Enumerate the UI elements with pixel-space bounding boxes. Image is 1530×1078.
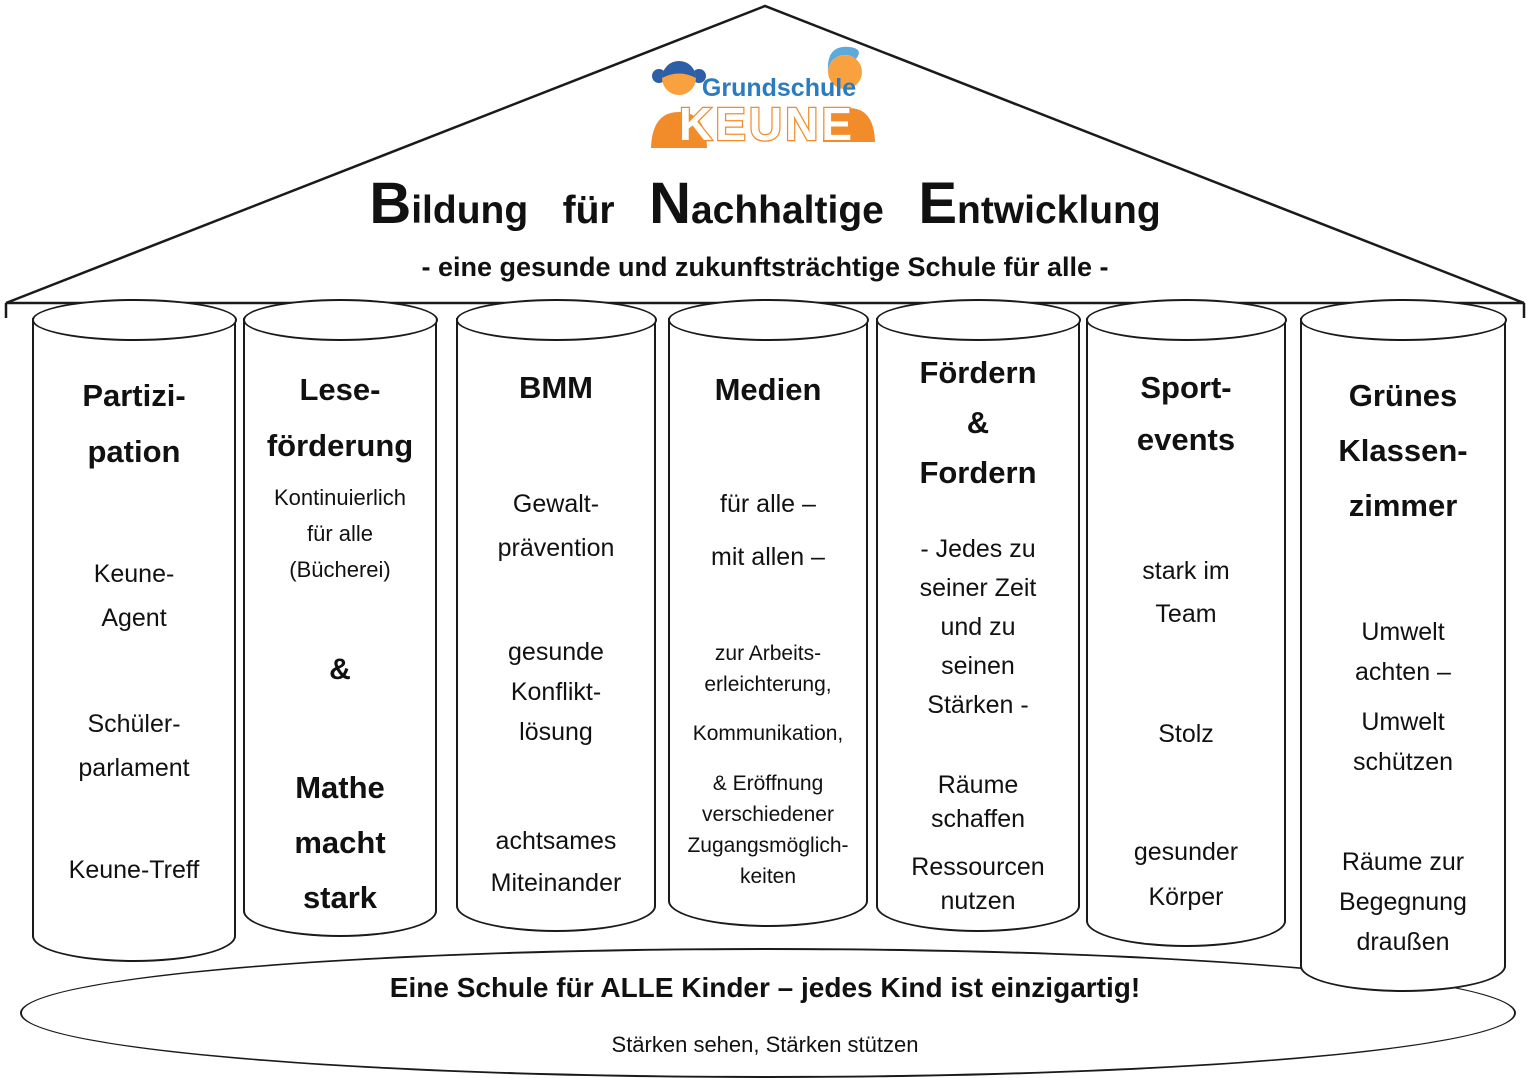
pillar-item: Stolz bbox=[1158, 720, 1214, 748]
pillar-medien: Medien für alle – mit allen – zur Arbeit… bbox=[667, 299, 869, 927]
pillar-title: Sport- events bbox=[1136, 370, 1236, 457]
pillar-item: Keune- Agent bbox=[93, 560, 175, 632]
logo-keune-text: KEUNE bbox=[679, 98, 855, 150]
foundation-ellipse bbox=[20, 948, 1516, 1078]
pillar-title: Partizi- pation bbox=[82, 378, 186, 469]
boy-face bbox=[828, 55, 862, 89]
roof-edge-ticks bbox=[4, 303, 1526, 318]
title-initial: N bbox=[649, 171, 691, 236]
pillar-bmm: BMM Gewalt- prävention gesunde Konflikt-… bbox=[455, 299, 657, 932]
pillar-item: Umwelt achten – bbox=[1355, 618, 1451, 686]
pillar-item: zur Arbeits- erleichterung, bbox=[704, 642, 832, 696]
pillar-item: Schüler- parlament bbox=[78, 710, 190, 782]
pillar-item: stark im Team bbox=[1142, 557, 1230, 628]
foundation-motto: Eine Schule für ALLE Kinder – jedes Kind… bbox=[389, 972, 1141, 1003]
title-initial: B bbox=[369, 171, 412, 236]
pillar-title: Medien bbox=[714, 372, 822, 407]
pillar-item: Keune-Treff bbox=[68, 856, 200, 884]
pillar-item: für alle – bbox=[720, 490, 816, 518]
pillar-item: Ressourcen nutzen bbox=[911, 853, 1045, 915]
foundation-subline: Stärken sehen, Stärken stützen bbox=[611, 1032, 919, 1057]
pillar-foerdern-fordern: Fördern & Fordern - Jedes zu seiner Zeit… bbox=[875, 299, 1081, 932]
main-title: Bildung für Nachhaltige Entwicklung bbox=[0, 170, 1530, 237]
pillar-sportevents: Sport- events stark im Team Stolz gesund… bbox=[1085, 299, 1287, 947]
girl-body-shape bbox=[651, 112, 707, 148]
pillar-gruenes-klassenzimmer: Grünes Klassen- zimmer Umwelt achten – U… bbox=[1299, 299, 1507, 992]
girl-hair bbox=[662, 61, 696, 78]
title-rest: ntwicklung bbox=[957, 189, 1161, 232]
pillar-item: Umwelt schützen bbox=[1352, 708, 1454, 776]
pillar-item: gesunde Konflikt- lösung bbox=[508, 638, 604, 746]
pillar-title: BMM bbox=[518, 370, 594, 405]
boy-hair bbox=[827, 46, 859, 72]
pillar-item: Gewalt- prävention bbox=[497, 490, 615, 562]
title-initial: E bbox=[918, 171, 957, 236]
pillar-title: Lese- förderung bbox=[266, 372, 414, 463]
pillar-item: mit allen – bbox=[711, 543, 825, 571]
pillar-item: - Jedes zu seiner Zeit und zu seinen Stä… bbox=[919, 535, 1037, 719]
pillar-partizipation: Partizi- pation Keune- Agent Schüler- pa… bbox=[31, 299, 237, 962]
subtitle: - eine gesunde und zukunftsträchtige Sch… bbox=[421, 252, 1109, 282]
title-word: für bbox=[563, 170, 615, 237]
pillar-item: Mathe macht stark bbox=[294, 770, 386, 915]
pillar-item: & Eröffnung verschiedener Zugangsmöglich… bbox=[687, 772, 849, 888]
pillar-item: Kontinuierlich für alle (Bücherei) bbox=[273, 485, 407, 582]
pillar-item: Kommunikation, bbox=[692, 722, 844, 745]
pillar-title: Grünes Klassen- zimmer bbox=[1338, 378, 1468, 523]
logo-grundschule-text: Grundschule bbox=[702, 74, 856, 102]
pillar-item: gesunder Körper bbox=[1133, 838, 1239, 911]
title-rest: achhaltige bbox=[690, 189, 884, 232]
school-logo: KEUNE Grundschule bbox=[651, 46, 875, 151]
boy-body-shape bbox=[823, 108, 875, 142]
title-rest: für bbox=[562, 189, 615, 232]
title-word: Nachhaltige bbox=[649, 170, 884, 237]
title-word: Bildung bbox=[369, 170, 528, 237]
title-rest: ildung bbox=[411, 189, 529, 232]
title-word: Entwicklung bbox=[918, 170, 1160, 237]
pillar-item: Räume zur Begegnung draußen bbox=[1339, 848, 1467, 956]
pillar-item: achtsames Miteinander bbox=[490, 827, 622, 897]
pillar-item: & bbox=[329, 653, 351, 686]
pillar-title: Fördern & Fordern bbox=[919, 355, 1037, 490]
pillar-lesefoerderung: Lese- förderung Kontinuierlich für alle … bbox=[242, 299, 438, 937]
pillar-item: Räume schaffen bbox=[930, 771, 1026, 833]
